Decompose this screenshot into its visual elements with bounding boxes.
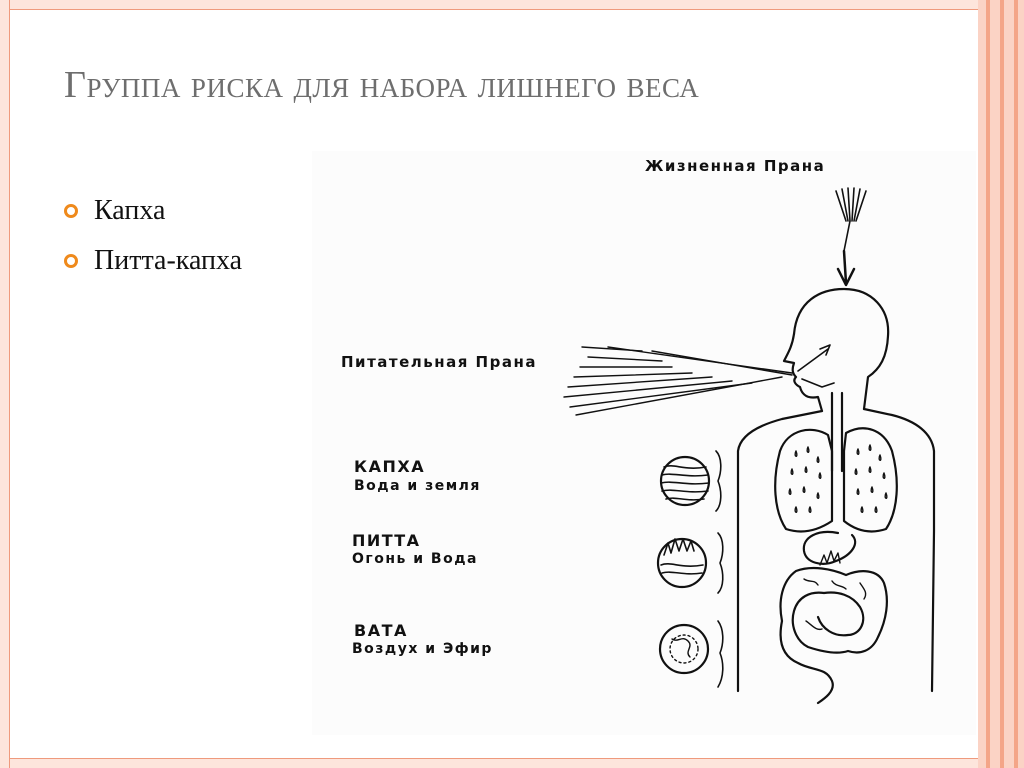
kapha-elements: Вода и земля bbox=[354, 478, 481, 494]
dosha-illustration: Жизненная Прана Питательная Прана КАПХА … bbox=[312, 151, 976, 735]
frame-stripe bbox=[1000, 0, 1004, 768]
vata-circle-icon bbox=[658, 623, 710, 675]
slide-frame-right bbox=[978, 0, 1024, 768]
stomach bbox=[802, 530, 857, 565]
torso-outline bbox=[736, 407, 936, 693]
vata-elements: Воздух и Эфир bbox=[352, 641, 493, 657]
slide-frame-bottom bbox=[0, 758, 1024, 768]
slide-frame-left bbox=[0, 0, 10, 768]
bullet-text: Питта-капха bbox=[94, 245, 243, 276]
kapha-name: КАПХА bbox=[354, 457, 426, 476]
vital-prana-label: Жизненная Прана bbox=[645, 157, 826, 175]
bullet-text: Капха bbox=[94, 195, 166, 226]
pitta-bracket bbox=[717, 532, 724, 594]
left-lung bbox=[774, 428, 834, 533]
vata-name: ВАТА bbox=[354, 621, 408, 640]
nutritive-prana-label: Питательная Прана bbox=[341, 353, 537, 371]
intestines bbox=[779, 566, 888, 705]
frame-stripe bbox=[986, 0, 990, 768]
kapha-circle-icon bbox=[659, 455, 711, 507]
pitta-circle-icon bbox=[656, 537, 708, 589]
pitta-elements: Огонь и Вода bbox=[352, 551, 478, 567]
frame-stripe bbox=[1014, 0, 1018, 768]
head-outline bbox=[792, 287, 890, 411]
slide-title: Группа риска для набора лишнего веса bbox=[64, 64, 700, 106]
slide-frame-top bbox=[0, 0, 1024, 10]
trachea bbox=[830, 391, 844, 473]
bullet-item: Питта-капха bbox=[64, 236, 242, 286]
body-drawing bbox=[563, 187, 936, 705]
bullet-marker-icon bbox=[64, 254, 78, 268]
face-outline bbox=[782, 332, 824, 413]
bullet-marker-icon bbox=[64, 204, 78, 218]
lung-drops bbox=[788, 444, 888, 513]
stomach-flames bbox=[819, 550, 841, 566]
kapha-bracket bbox=[715, 450, 722, 512]
vital-prana-arrow bbox=[835, 187, 867, 287]
pitta-name: ПИТТА bbox=[352, 531, 421, 550]
vata-bracket bbox=[717, 620, 724, 688]
right-lung bbox=[842, 427, 898, 533]
bullet-item: Капха bbox=[64, 186, 242, 236]
nutritive-prana-stream bbox=[563, 346, 793, 416]
bullet-list: Капха Питта-капха bbox=[64, 186, 242, 286]
